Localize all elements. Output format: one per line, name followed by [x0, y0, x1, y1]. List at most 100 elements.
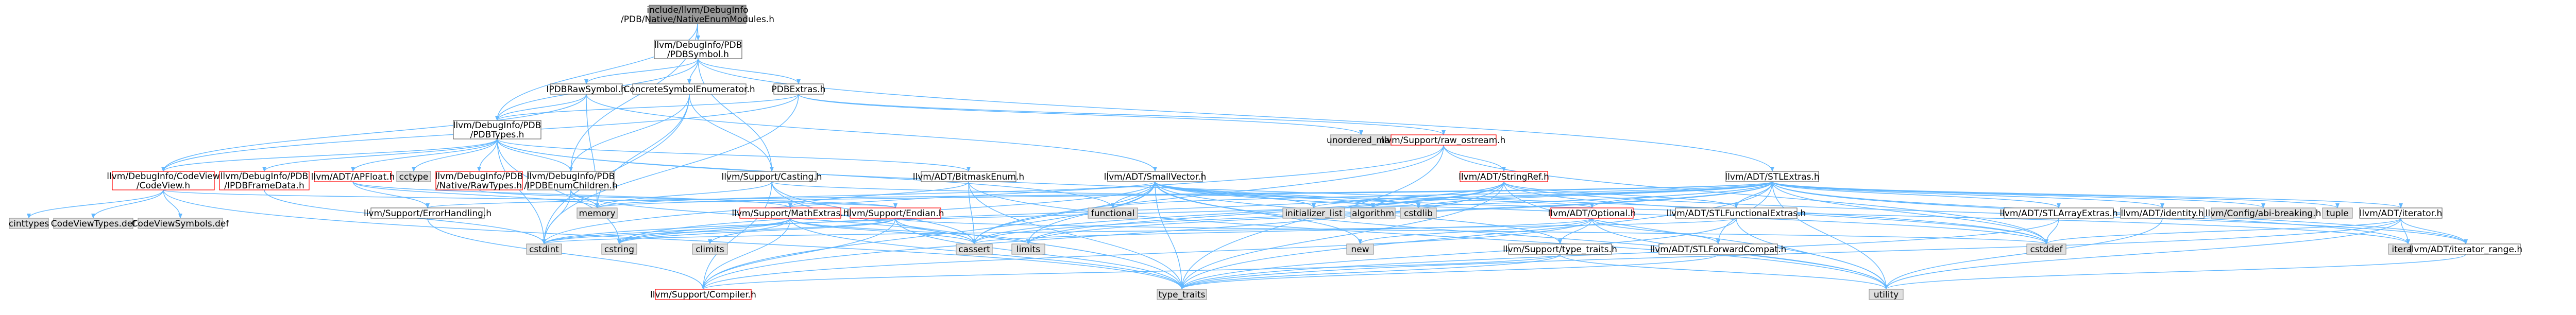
graph-node-cctype: cctype: [396, 171, 431, 182]
edge-mathextras-to-compiler: [701, 218, 791, 290]
edge-line: [2400, 218, 2410, 244]
edge-optional-to-cassert: [972, 218, 1592, 244]
edge-smallvector-to-new: [1155, 181, 1362, 244]
node-box: [850, 207, 941, 219]
graph-node-climits: climits: [692, 243, 728, 255]
edge-line: [351, 138, 498, 172]
edge-line: [427, 218, 705, 290]
edge-line: [542, 218, 896, 244]
node-box: [2120, 207, 2205, 219]
node-label: climits: [696, 244, 724, 255]
graph-node-optional[interactable]: llvm/ADT/Optional.h: [1548, 207, 1636, 219]
edge-iterator-to-iterator_std: [2400, 218, 2410, 244]
graph-node-smallvector[interactable]: llvm/ADT/SmallVector.h: [1104, 171, 1207, 182]
edge-pdbtypes-to-cstring: [497, 138, 621, 244]
edge-line: [895, 218, 976, 244]
graph-node-stlextras[interactable]: llvm/ADT/STLExtras.h: [1725, 171, 1820, 182]
graph-node-functional: functional: [1088, 207, 1138, 219]
graph-node-iterator[interactable]: llvm/ADT/iterator.h: [2359, 207, 2443, 219]
edge-stringref-to-cstring: [617, 181, 1504, 244]
edge-stlextras-to-identity: [1772, 181, 2164, 208]
graph-node-casting[interactable]: llvm/Support/Casting.h: [721, 171, 822, 182]
graph-node-algorithm: algorithm: [1350, 207, 1396, 219]
edge-pdbsymbol-to-pdbextras: [698, 58, 801, 84]
edge-line: [163, 189, 897, 208]
edge-line: [2400, 218, 2468, 244]
node-box: [2211, 207, 2316, 219]
edge-line: [1180, 218, 2059, 290]
graph-node-pdbframedata[interactable]: llvm/DebugInfo/PDB/IPDBFrameData.h: [219, 171, 310, 191]
graph-node-stlarray[interactable]: llvm/ADT/STLArrayExtras.h: [1999, 207, 2118, 219]
graph-node-raw-ostream[interactable]: llvm/Support/raw_ostream.h: [1382, 134, 1506, 146]
graph-node-root[interactable]: include/llvm/DebugInfo/PDB/Native/Native…: [621, 5, 774, 25]
graph-node-cstddef: cstddef: [2026, 243, 2066, 255]
graph-node-iterator-range[interactable]: llvm/ADT/iterator_range.h: [2409, 243, 2522, 255]
graph-node-codeview[interactable]: llvm/DebugInfo/CodeView/CodeView.h: [107, 171, 220, 191]
edge-line: [27, 189, 164, 219]
edge-line: [161, 94, 587, 172]
node-label: llvm/ADT/APFloat.h: [311, 172, 395, 182]
graph-node-nativerawtypes[interactable]: llvm/DebugInfo/PDB/Native/RawTypes.h: [435, 171, 523, 191]
edge-line: [1884, 254, 2466, 290]
graph-node-concretesymenum[interactable]: ConcreteSymbolEnumerator.h: [623, 83, 755, 95]
node-box: [2359, 207, 2443, 219]
node-box: [370, 207, 485, 219]
edge-line: [798, 94, 1446, 135]
node-box: [9, 218, 49, 229]
edge-line: [1884, 218, 2163, 290]
graph-node-compiler[interactable]: llvm/Support/Compiler.h: [650, 289, 756, 300]
node-label: llvm/ADT/SmallVector.h: [1104, 172, 1207, 182]
edge-line: [1736, 181, 1774, 208]
graph-node-pdbtypes[interactable]: llvm/DebugInfo/PDB/PDBTypes.h: [453, 120, 541, 140]
edge-iterator-to-utility: [1884, 218, 2401, 290]
graph-node-enumchildren[interactable]: llvm/DebugInfo/PDB/IPDBEnumChildren.h: [524, 171, 618, 191]
node-label: llvm/Support/Casting.h: [721, 172, 822, 182]
edge-iterator_range-to-utility: [1884, 254, 2466, 290]
node-box: [655, 289, 752, 300]
edge-smallvector-to-cstdlib: [1155, 181, 1420, 208]
edge-line: [497, 138, 573, 172]
edge-iterator-to-iterator_range: [2400, 218, 2468, 244]
graph-node-apfloat[interactable]: llvm/ADT/APFloat.h: [311, 171, 395, 182]
graph-node-pdbsymbol[interactable]: llvm/DebugInfo/PDB/PDBSymbol.h: [654, 40, 742, 60]
graph-node-stlforward[interactable]: llvm/ADT/STLForwardCompat.h: [1650, 243, 1787, 255]
node-box: [1550, 207, 1634, 219]
node-label: cctype: [399, 172, 429, 182]
node-label: /PDBTypes.h: [470, 130, 524, 140]
graph-node-endian[interactable]: llvm/Support/Endian.h: [846, 207, 944, 219]
graph-node-ipdbrawsymbol[interactable]: IPDBRawSymbol.h: [546, 83, 626, 95]
edge-line: [586, 94, 1157, 172]
graph-node-bitmaskenum[interactable]: llvm/ADT/BitmaskEnum.h: [913, 171, 1024, 182]
edge-line: [1180, 181, 1504, 290]
edge-bitmaskenum-to-utility: [968, 181, 1888, 290]
edge-pdbtypes-to-enumchildren: [497, 138, 573, 172]
edge-endian-to-compiler: [701, 218, 896, 290]
graph-node-pdbextras[interactable]: PDBExtras.h: [772, 83, 826, 95]
graph-node-stlfunctional[interactable]: llvm/ADT/STLFunctionalExtras.h: [1667, 207, 1806, 219]
edge-line: [968, 181, 1184, 290]
edge-line: [698, 58, 1774, 172]
node-box: [654, 40, 742, 59]
node-label: llvm/ADT/STLExtras.h: [1725, 172, 1819, 182]
graph-node-identity[interactable]: llvm/ADT/identity.h: [2120, 207, 2205, 219]
node-box: [727, 171, 817, 182]
node-box: [112, 171, 215, 190]
node-label: llvm/DebugInfo/CodeView: [107, 171, 220, 182]
edge-stlextras-to-abibreaking: [1772, 181, 2265, 208]
edge-endian-to-cassert: [895, 218, 976, 244]
graph-node-mathextras[interactable]: llvm/Support/MathExtras.h: [732, 207, 849, 219]
graph-node-abibreaking: llvm/Config/abi-breaking.h: [2206, 207, 2321, 219]
node-label: cstdlib: [1404, 208, 1433, 219]
edge-layer: [27, 23, 2468, 290]
edge-line: [542, 189, 571, 244]
graph-node-errorhandling[interactable]: llvm/Support/ErrorHandling.h: [364, 207, 492, 219]
node-box: [1157, 289, 1207, 300]
node-label: cstdint: [529, 244, 559, 255]
node-label: utility: [1874, 290, 1899, 300]
node-label: llvm/ADT/identity.h: [2121, 208, 2204, 219]
edge-line: [1772, 181, 2340, 208]
edge-pdbextras-to-pdbtypes: [495, 94, 799, 121]
graph-node-stringref[interactable]: llvm/ADT/StringRef.h: [1459, 171, 1549, 182]
graph-node-typetraits[interactable]: llvm/Support/type_traits.h: [1503, 243, 1617, 255]
edge-typetraits-to-utility: [1560, 254, 1888, 290]
